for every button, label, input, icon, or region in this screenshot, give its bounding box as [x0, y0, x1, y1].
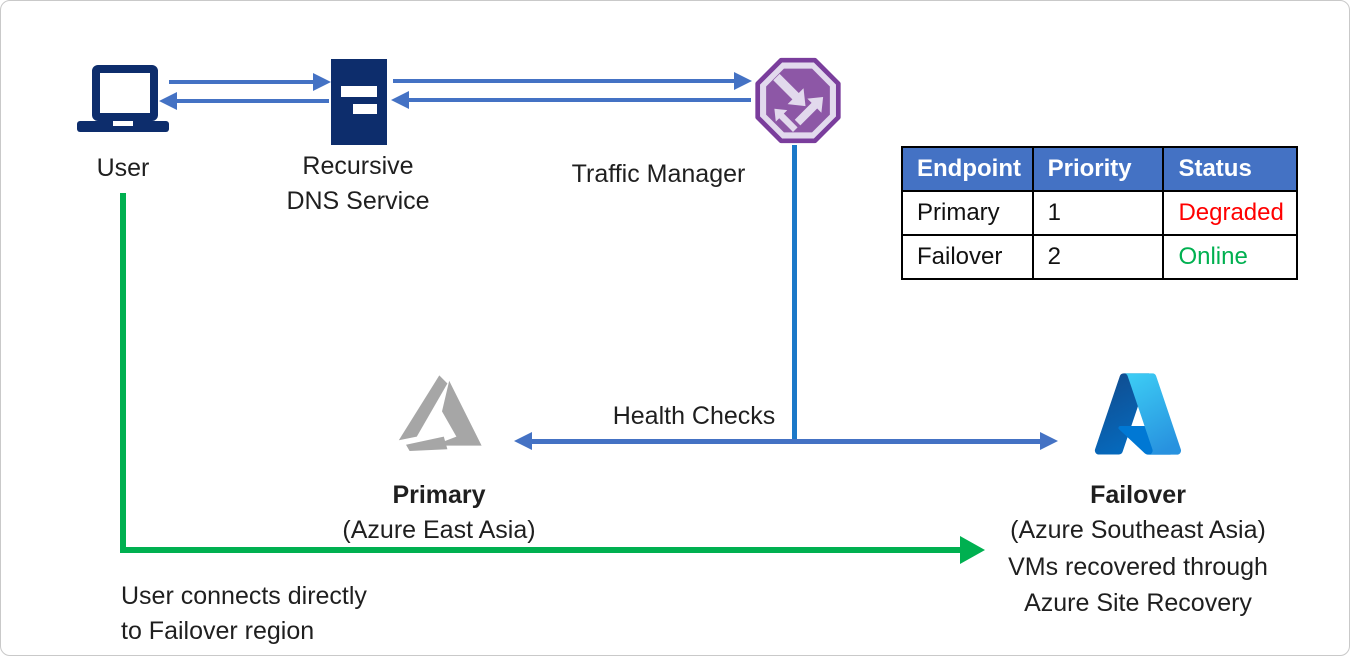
- user-direct-hline: [120, 547, 961, 553]
- tm-to-dns-arrowhead-icon: [391, 91, 409, 109]
- cell-status: Degraded: [1162, 190, 1298, 236]
- failover-note-line1: VMs recovered through: [1008, 553, 1268, 581]
- failover-name-label: Failover: [1090, 481, 1186, 509]
- user-label: User: [96, 154, 150, 182]
- cell-status: Online: [1162, 234, 1298, 280]
- tm-to-dns-line: [409, 98, 751, 102]
- dns-label-line2: DNS Service: [286, 187, 430, 215]
- primary-name-label: Primary: [392, 481, 486, 509]
- endpoint-status-table: Endpoint Priority Status Primary 1 Degra…: [901, 146, 1298, 280]
- dns-label: Recursive DNS Service: [258, 149, 458, 219]
- cell-priority: 1: [1031, 190, 1165, 236]
- health-checks-left-arrowhead-icon: [514, 432, 532, 450]
- tm-arrow-upleft: [774, 108, 798, 132]
- dns-to-user-line: [177, 99, 329, 103]
- table-row: Failover 2 Online: [901, 234, 1298, 280]
- failover-region-label: (Azure Southeast Asia): [1010, 516, 1266, 544]
- tm-arrow-upright: [794, 96, 824, 126]
- tm-arrow-downright: [773, 73, 806, 107]
- user-direct-arrowhead-icon: [960, 536, 985, 564]
- tm-health-check-vline: [792, 145, 797, 441]
- traffic-manager-label: Traffic Manager: [571, 160, 746, 188]
- server-icon: [331, 59, 387, 145]
- laptop-icon: [77, 65, 169, 132]
- health-checks-right-arrowhead-icon: [1040, 432, 1058, 450]
- health-checks-label: Health Checks: [612, 402, 776, 430]
- user-to-dns-arrowhead-icon: [313, 73, 331, 91]
- cell-endpoint: Failover: [901, 234, 1034, 280]
- user-direct-caption-line1: User connects directly: [121, 582, 367, 610]
- table-header-priority: Priority: [1031, 146, 1165, 192]
- table-row: Primary 1 Degraded: [901, 190, 1298, 236]
- cell-endpoint: Primary: [901, 190, 1034, 236]
- dns-label-line1: Recursive: [302, 152, 414, 180]
- cell-priority: 2: [1031, 234, 1165, 280]
- traffic-manager-icon: [755, 57, 841, 144]
- primary-region-label: (Azure East Asia): [342, 516, 536, 544]
- table-header-status: Status: [1162, 146, 1298, 192]
- table-header-row: Endpoint Priority Status: [901, 146, 1298, 192]
- azure-logo-blue-icon: [1094, 373, 1182, 455]
- azure-logo-gray-icon: [398, 375, 482, 451]
- user-direct-caption-line2: to Failover region: [121, 617, 315, 645]
- dns-to-user-arrowhead-icon: [159, 92, 177, 110]
- dns-to-tm-arrowhead-icon: [734, 72, 752, 90]
- table-header-endpoint: Endpoint: [901, 146, 1034, 192]
- health-checks-line: [531, 439, 1041, 444]
- user-to-dns-line: [169, 80, 317, 84]
- dns-to-tm-line: [393, 79, 735, 83]
- failover-note-line2: Azure Site Recovery: [1024, 589, 1252, 617]
- user-direct-caption: User connects directly to Failover regio…: [121, 579, 367, 649]
- user-direct-vline: [120, 193, 126, 553]
